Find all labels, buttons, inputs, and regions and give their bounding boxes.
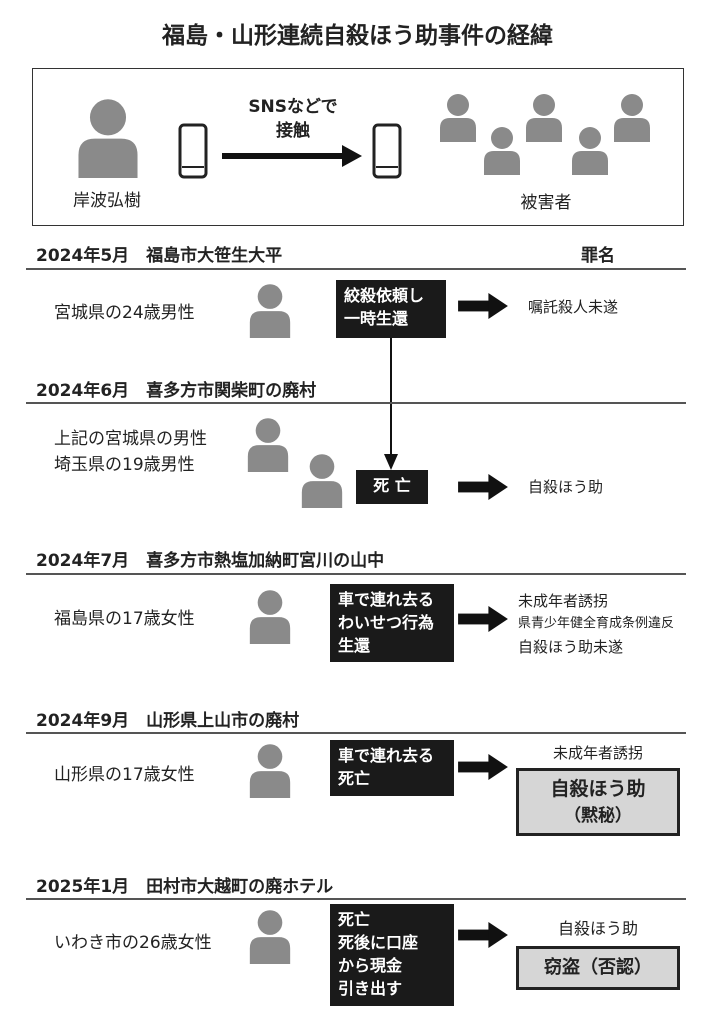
event-line: 絞殺依頼し [344,286,425,305]
highlighted-crime: 自殺ほう助 [550,778,646,800]
person-icon [249,590,291,644]
event-line: 死亡 [338,910,371,929]
event-box: 車で連れ去る 死亡 [330,740,454,796]
victim-label: 上記の宮城県の男性 [54,429,207,449]
crime-line: 自殺ほう助 [557,919,638,938]
crime-line: 自殺ほう助未遂 [518,638,624,656]
divider [26,732,686,734]
person-icon [249,910,291,964]
highlighted-crime-box: 窃盗（否認） [516,946,680,990]
event-box: 車で連れ去る わいせつ行為 生還 [330,584,454,662]
contact-label-line1: SNSなどで [248,97,338,117]
down-arrow-icon [384,338,398,470]
overview-box [32,68,684,226]
crime-line: 嘱託殺人未遂 [528,298,619,316]
incident-header: 2024年5月 福島市大笹生大平 [36,246,283,266]
crime-line: 未成年者誘拐 [518,592,609,610]
event-box: 絞殺依頼し 一時生還 [336,280,446,338]
incident-header: 2024年9月 山形県上山市の廃村 [36,711,300,731]
divider [26,268,686,270]
victim-person-icon [440,94,476,142]
event-box: 死 亡 [356,470,428,504]
person-icon [301,454,343,508]
event-line: 生還 [338,636,371,655]
victim-label: 宮城県の24歳男性 [54,303,195,323]
event-line: わいせつ行為 [338,613,435,632]
arrow-right-icon [458,922,508,948]
crime-line: 未成年者誘拐 [552,744,643,762]
highlighted-crime-box: 自殺ほう助 （黙秘） [516,768,680,836]
arrow-right-icon [458,293,508,319]
victim-label: 福島県の17歳女性 [54,609,195,629]
crime-line: 県青少年健全育成条例違反 [518,616,675,631]
event-line: から現金 [338,956,403,975]
person-icon [247,418,289,472]
victim-person-icon [614,94,650,142]
event-line: 引き出す [338,979,403,998]
crime-column-header: 罪名 [581,246,615,266]
contact-arrow-icon [222,145,362,167]
event-line: 死 亡 [373,476,411,495]
incident-header: 2024年6月 喜多方市関柴町の廃村 [36,381,317,401]
event-line: 死後に口座 [338,933,419,952]
highlighted-crime-note: （黙秘） [564,806,632,826]
victim-person-icon [526,94,562,142]
victim-person-icon [572,127,608,175]
contact-label-line2: 接触 [276,121,310,141]
phone-icon [178,123,208,179]
victim-label: 埼玉県の19歳男性 [54,455,195,475]
victim-label: いわき市の26歳女性 [54,933,212,953]
incident-header: 2024年7月 喜多方市熱塩加納町宮川の山中 [36,551,385,571]
victim-person-icon [484,127,520,175]
incident-header: 2025年1月 田村市大越町の廃ホテル [36,877,334,897]
person-icon [249,744,291,798]
perpetrator-name: 岸波弘樹 [73,191,141,211]
perpetrator-person-icon [78,99,138,178]
divider [26,898,686,900]
event-line: 車で連れ去る [338,746,435,765]
arrow-right-icon [458,606,508,632]
event-line: 車で連れ去る [338,590,435,609]
person-icon [249,284,291,338]
phone-icon [372,123,402,179]
divider [26,573,686,575]
victims-label: 被害者 [520,193,572,213]
arrow-right-icon [458,754,508,780]
divider [26,402,686,404]
event-line: 死亡 [338,769,371,788]
page-title: 福島・山形連続自殺ほう助事件の経緯 [162,23,553,49]
crime-line: 自殺ほう助 [528,478,604,496]
arrow-right-icon [458,474,508,500]
event-line: 一時生還 [344,309,409,328]
victim-label: 山形県の17歳女性 [54,765,195,785]
highlighted-crime: 窃盗（否認） [544,957,652,978]
event-box: 死亡 死後に口座 から現金 引き出す [330,904,454,1006]
